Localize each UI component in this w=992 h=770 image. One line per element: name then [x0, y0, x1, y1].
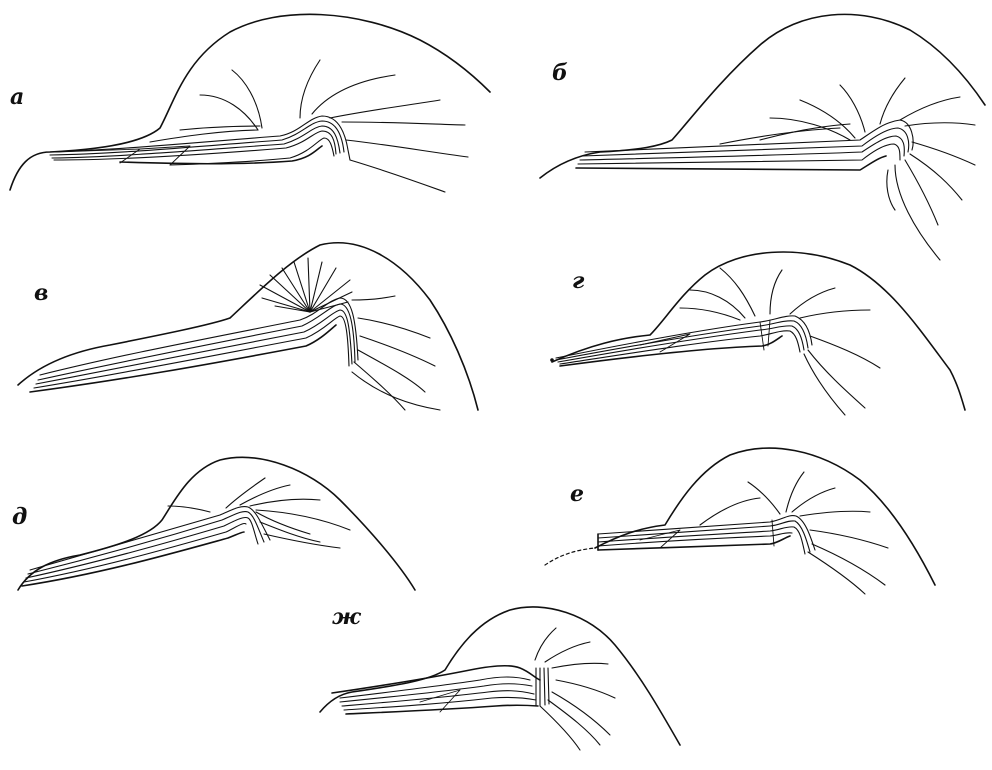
panel-drawing-d — [18, 457, 415, 590]
panel-drawing-b — [540, 14, 985, 260]
panel-drawing-g — [550, 252, 965, 415]
panel-drawing-a — [10, 14, 490, 192]
panel-drawing-v — [18, 243, 478, 410]
panel-drawing-e — [545, 448, 935, 594]
panel-drawing-zh — [320, 607, 680, 750]
